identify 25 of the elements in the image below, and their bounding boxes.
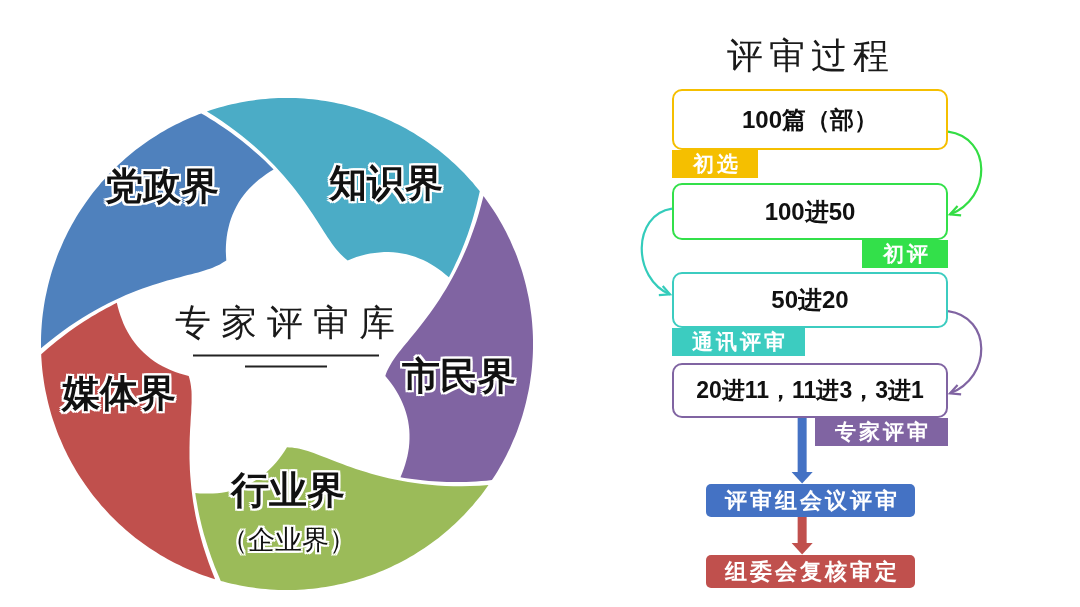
pinwheel-segment bbox=[195, 447, 489, 590]
segment-label: 行业界 bbox=[231, 471, 345, 509]
block-arrow bbox=[791, 517, 814, 555]
segment-label: 市民界 bbox=[402, 357, 516, 395]
stage-tag: 初选 bbox=[672, 150, 758, 178]
curved-arrow bbox=[640, 207, 673, 296]
curved-arrow bbox=[947, 310, 983, 395]
step-banner: 组委会复核审定 bbox=[706, 555, 915, 588]
step-banner: 评审组会议评审 bbox=[706, 484, 915, 517]
stage-card: 100进50 bbox=[672, 183, 948, 240]
stage-tag: 初评 bbox=[862, 240, 948, 268]
segment-label: 知识界 bbox=[329, 164, 443, 202]
segment-label: 党政界 bbox=[105, 167, 219, 205]
segment-label: 媒体界 bbox=[62, 374, 176, 412]
stage-card: 20进11，11进3，3进1 bbox=[672, 363, 948, 418]
pinwheel-segment bbox=[41, 302, 216, 580]
center-heading: 专家评审库 bbox=[174, 305, 405, 341]
segment-sublabel: （企业界） bbox=[220, 525, 356, 553]
stage-tag: 专家评审 bbox=[815, 418, 948, 446]
stage-card: 50进20 bbox=[672, 272, 948, 328]
block-arrow bbox=[791, 418, 814, 484]
stage-card: 100篇（部） bbox=[672, 89, 948, 150]
curved-arrow bbox=[947, 130, 983, 216]
stage-tag: 通讯评审 bbox=[672, 328, 805, 356]
panel-heading: 评审过程 bbox=[726, 38, 895, 74]
